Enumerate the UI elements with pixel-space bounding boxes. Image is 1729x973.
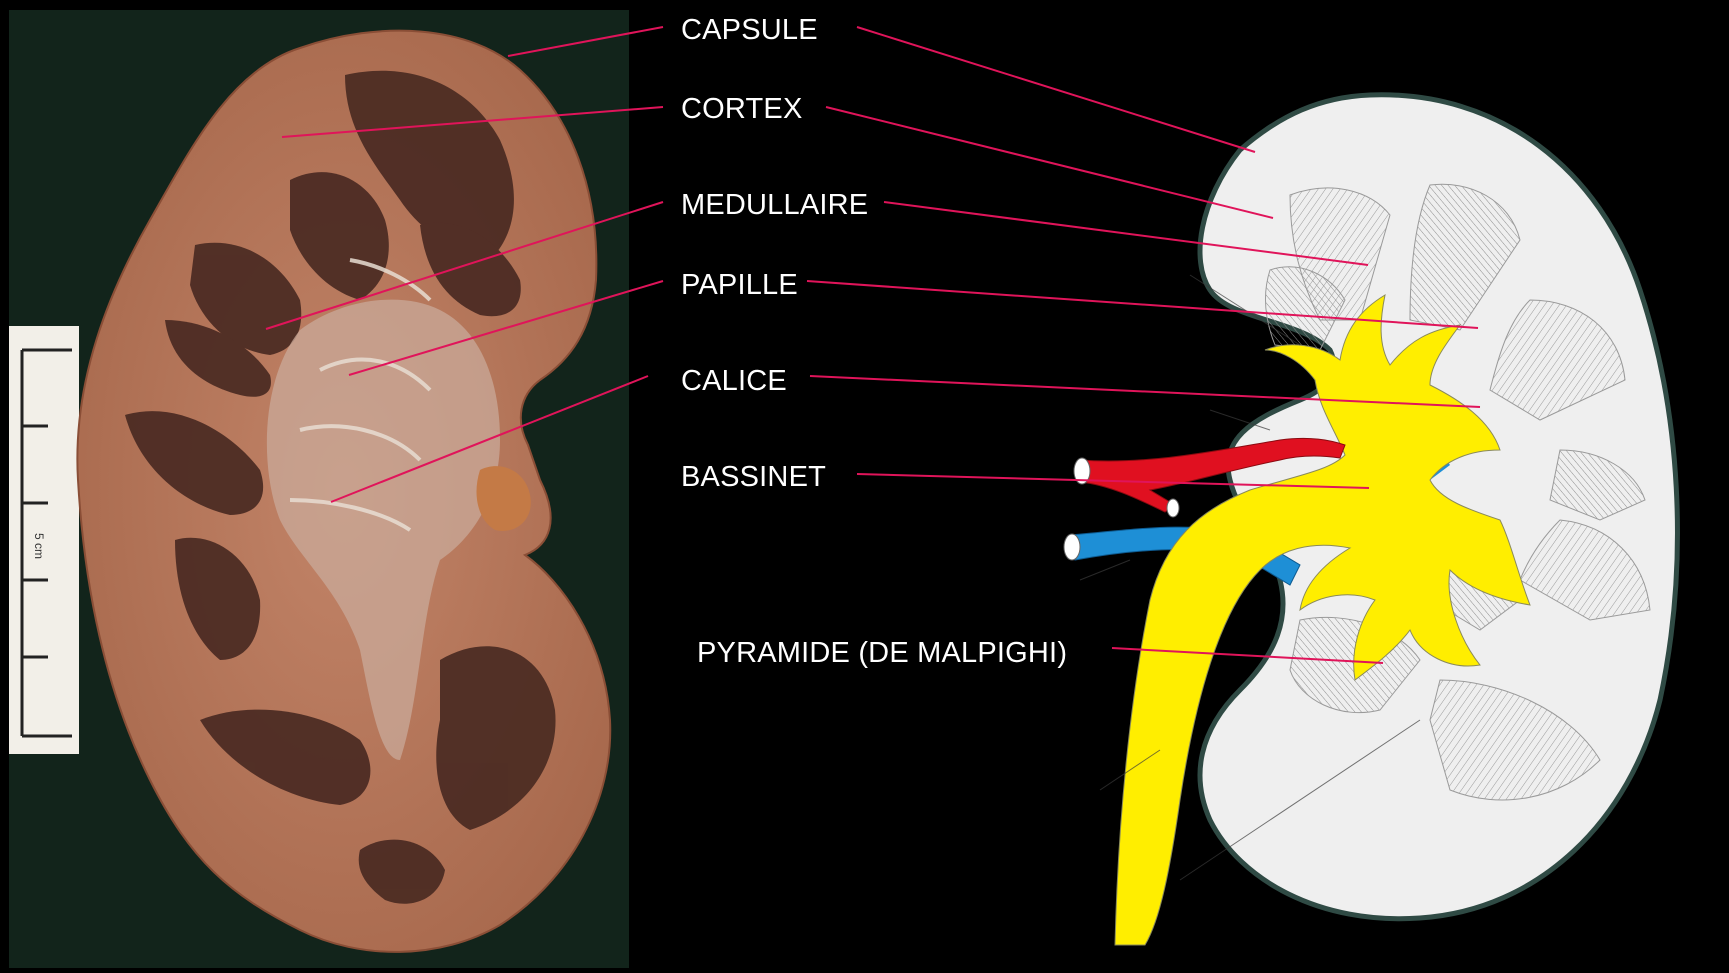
label-medullaire: MEDULLAIRE	[681, 191, 868, 220]
specimen-photo	[9, 10, 629, 968]
leader-capsule-right	[857, 27, 1255, 152]
kidney-diagram	[1064, 95, 1677, 945]
leader-cortex-right	[826, 107, 1273, 218]
label-pyramide: PYRAMIDE (DE MALPIGHI)	[697, 639, 1067, 668]
label-capsule: CAPSULE	[681, 16, 818, 45]
ruler-scale-label: 5 cm	[32, 533, 46, 559]
label-calice: CALICE	[681, 367, 787, 396]
label-bassinet: BASSINET	[681, 463, 826, 492]
label-papille: PAPILLE	[681, 271, 798, 300]
label-cortex: CORTEX	[681, 95, 803, 124]
